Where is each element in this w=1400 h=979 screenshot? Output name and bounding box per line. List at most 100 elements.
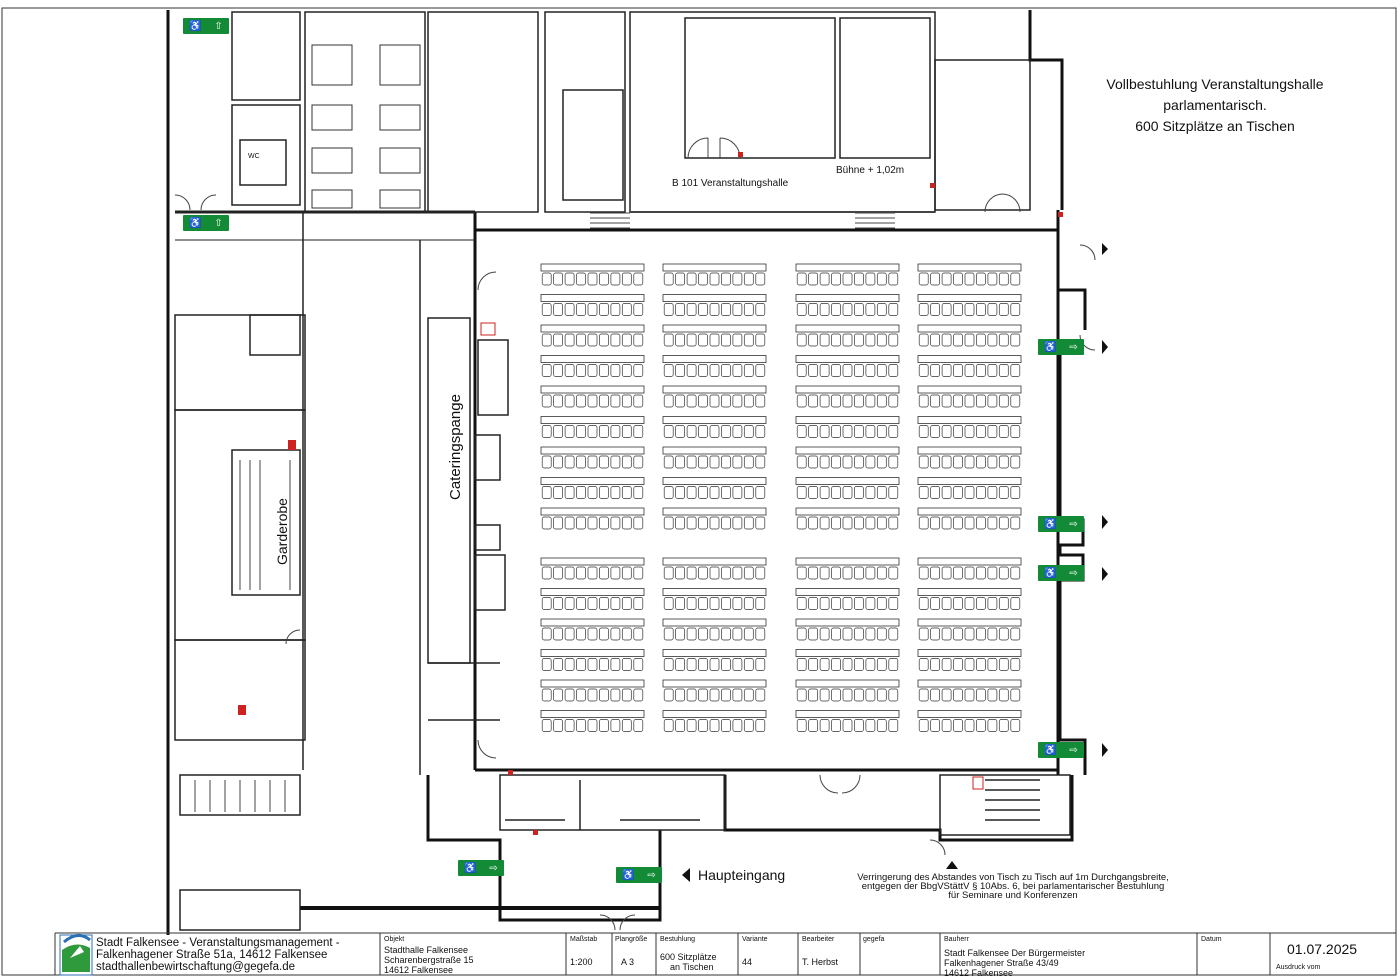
- chair: [876, 566, 887, 580]
- chair: [987, 425, 998, 438]
- spacing-note-line-3: für Seminare und Konferenzen: [948, 890, 1078, 901]
- table: [917, 618, 1022, 627]
- chair: [865, 516, 876, 530]
- chair: [888, 627, 899, 641]
- chair: [808, 272, 818, 286]
- chair: [675, 333, 685, 347]
- chair: [888, 272, 899, 286]
- chair: [621, 627, 632, 641]
- chair: [941, 272, 952, 286]
- chair: [918, 455, 929, 469]
- chair: [964, 658, 975, 671]
- stage-label: Bühne + 1,02m: [836, 165, 905, 176]
- table: [540, 557, 645, 566]
- table: [795, 324, 900, 333]
- chair: [675, 566, 685, 580]
- table: [795, 477, 900, 485]
- chair: [930, 516, 940, 530]
- table: [917, 588, 1022, 596]
- chair: [953, 303, 963, 316]
- chair: [621, 333, 632, 347]
- chair: [564, 627, 575, 641]
- chair: [541, 425, 552, 438]
- table: [662, 446, 767, 455]
- chair: [976, 303, 986, 316]
- table: [917, 416, 1022, 424]
- chair: [888, 394, 899, 408]
- chair: [876, 486, 887, 499]
- massstab-cell: Maßstab 1:200: [570, 935, 597, 967]
- chair: [976, 272, 986, 286]
- chair: [599, 566, 609, 580]
- chair: [564, 658, 575, 671]
- chair: [888, 597, 899, 610]
- chair: [541, 486, 552, 499]
- chair: [819, 719, 830, 732]
- chair: [553, 394, 563, 408]
- bestuhlung-label: Bestuhlung: [660, 936, 696, 943]
- chair: [831, 688, 841, 702]
- chair: [854, 688, 864, 702]
- chair: [865, 364, 876, 377]
- chair: [587, 303, 598, 316]
- chair: [941, 597, 952, 610]
- chair: [587, 394, 598, 408]
- chair: [663, 627, 674, 641]
- chair: [755, 516, 766, 530]
- chair: [709, 425, 720, 438]
- chair: [998, 658, 1009, 671]
- chair: [831, 658, 841, 671]
- chair: [587, 486, 598, 499]
- chair: [953, 688, 963, 702]
- chair: [964, 333, 975, 347]
- chair: [842, 688, 853, 702]
- chair: [663, 486, 674, 499]
- chair: [755, 566, 766, 580]
- spacing-note-line-1: Verringerung des Abstandes von Tisch zu …: [857, 872, 1169, 883]
- chair: [663, 719, 674, 732]
- chair: [918, 272, 929, 286]
- chair: [621, 597, 632, 610]
- chair: [564, 394, 575, 408]
- chair: [732, 425, 743, 438]
- chair: [964, 455, 975, 469]
- chair: [686, 597, 697, 610]
- chair: [998, 516, 1009, 530]
- chair: [854, 516, 864, 530]
- chair: [819, 455, 830, 469]
- chair: [698, 272, 708, 286]
- org-email: stadthallenbewirtschaftung@gegefa.de: [96, 961, 296, 973]
- chair: [941, 394, 952, 408]
- table: [540, 679, 645, 688]
- chair: [587, 719, 598, 732]
- chair: [987, 455, 998, 469]
- chair: [599, 425, 609, 438]
- chair: [633, 597, 644, 610]
- chair: [842, 394, 853, 408]
- table: [795, 416, 900, 424]
- chair: [621, 425, 632, 438]
- chair: [876, 455, 887, 469]
- chair: [564, 303, 575, 316]
- chair: [941, 627, 952, 641]
- chair: [976, 486, 986, 499]
- chair: [918, 597, 929, 610]
- chair: [732, 597, 743, 610]
- chair: [709, 303, 720, 316]
- chair: [686, 455, 697, 469]
- chair: [953, 658, 963, 671]
- chair: [998, 627, 1009, 641]
- chair: [1010, 719, 1021, 732]
- chair: [633, 658, 644, 671]
- chair: [918, 719, 929, 732]
- chair: [854, 455, 864, 469]
- chair: [987, 719, 998, 732]
- chair: [888, 688, 899, 702]
- variante-value: 44: [742, 957, 753, 967]
- chair: [987, 658, 998, 671]
- table: [917, 679, 1022, 688]
- chair: [755, 688, 766, 702]
- chair: [721, 394, 731, 408]
- chair: [576, 597, 586, 610]
- chair: [698, 425, 708, 438]
